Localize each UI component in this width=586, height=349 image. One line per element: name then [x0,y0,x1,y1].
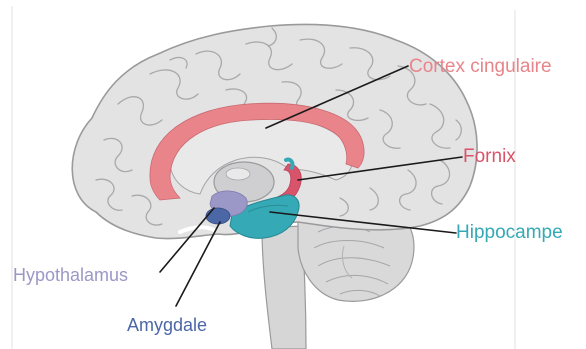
label-cortex-cingulaire: Cortex cingulaire [409,57,552,76]
label-amygdale: Amygdale [127,316,207,334]
label-hippocampe: Hippocampe [456,223,563,242]
label-hypothalamus: Hypothalamus [13,266,128,284]
thalamus-highlight [226,168,250,180]
amygdale-region [206,208,230,224]
label-fornix: Fornix [463,147,516,166]
